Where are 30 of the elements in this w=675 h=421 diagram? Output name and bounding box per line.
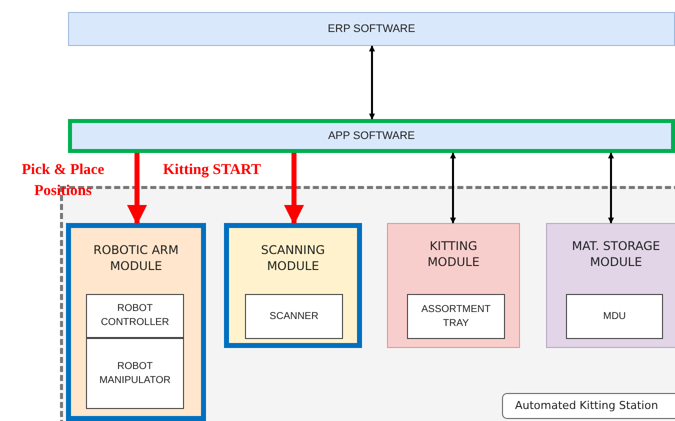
system-box: [68, 119, 675, 153]
module-title: KITTING MODULE: [426, 238, 481, 270]
component-box: [566, 294, 663, 339]
box-label: ERP SOFTWARE: [328, 22, 416, 37]
component-box: [407, 294, 505, 339]
component-box: [86, 294, 184, 338]
system-box: [68, 12, 675, 46]
arrow: [127, 153, 147, 225]
box-label: ROBOT MANIPULATOR: [98, 360, 172, 388]
box-label: SCANNER: [270, 310, 318, 324]
module-box: [546, 223, 675, 348]
module-title: MAT. STORAGE MODULE: [570, 238, 662, 270]
component-box: [245, 294, 343, 339]
box-label: MDU: [603, 310, 626, 324]
arrow: [369, 45, 375, 120]
station-tag: Automated Kitting Station: [502, 393, 675, 419]
box-label: APP SOFTWARE: [328, 128, 415, 144]
edge-label: Pick & Place Positions: [20, 161, 106, 201]
arrow: [608, 152, 614, 224]
module-title: SCANNING MODULE: [260, 242, 326, 274]
edge-label: Kitting START: [162, 161, 262, 180]
box-label: ROBOT CONTROLLER: [100, 302, 170, 330]
module-title: ROBOTIC ARM MODULE: [92, 242, 180, 274]
arrow: [284, 153, 304, 225]
arrow: [450, 152, 456, 224]
module-box: [387, 223, 520, 348]
box-label: ASSORTMENT TRAY: [420, 302, 492, 330]
module-box: [66, 223, 206, 421]
component-box: [86, 338, 184, 409]
module-box: [224, 223, 362, 348]
